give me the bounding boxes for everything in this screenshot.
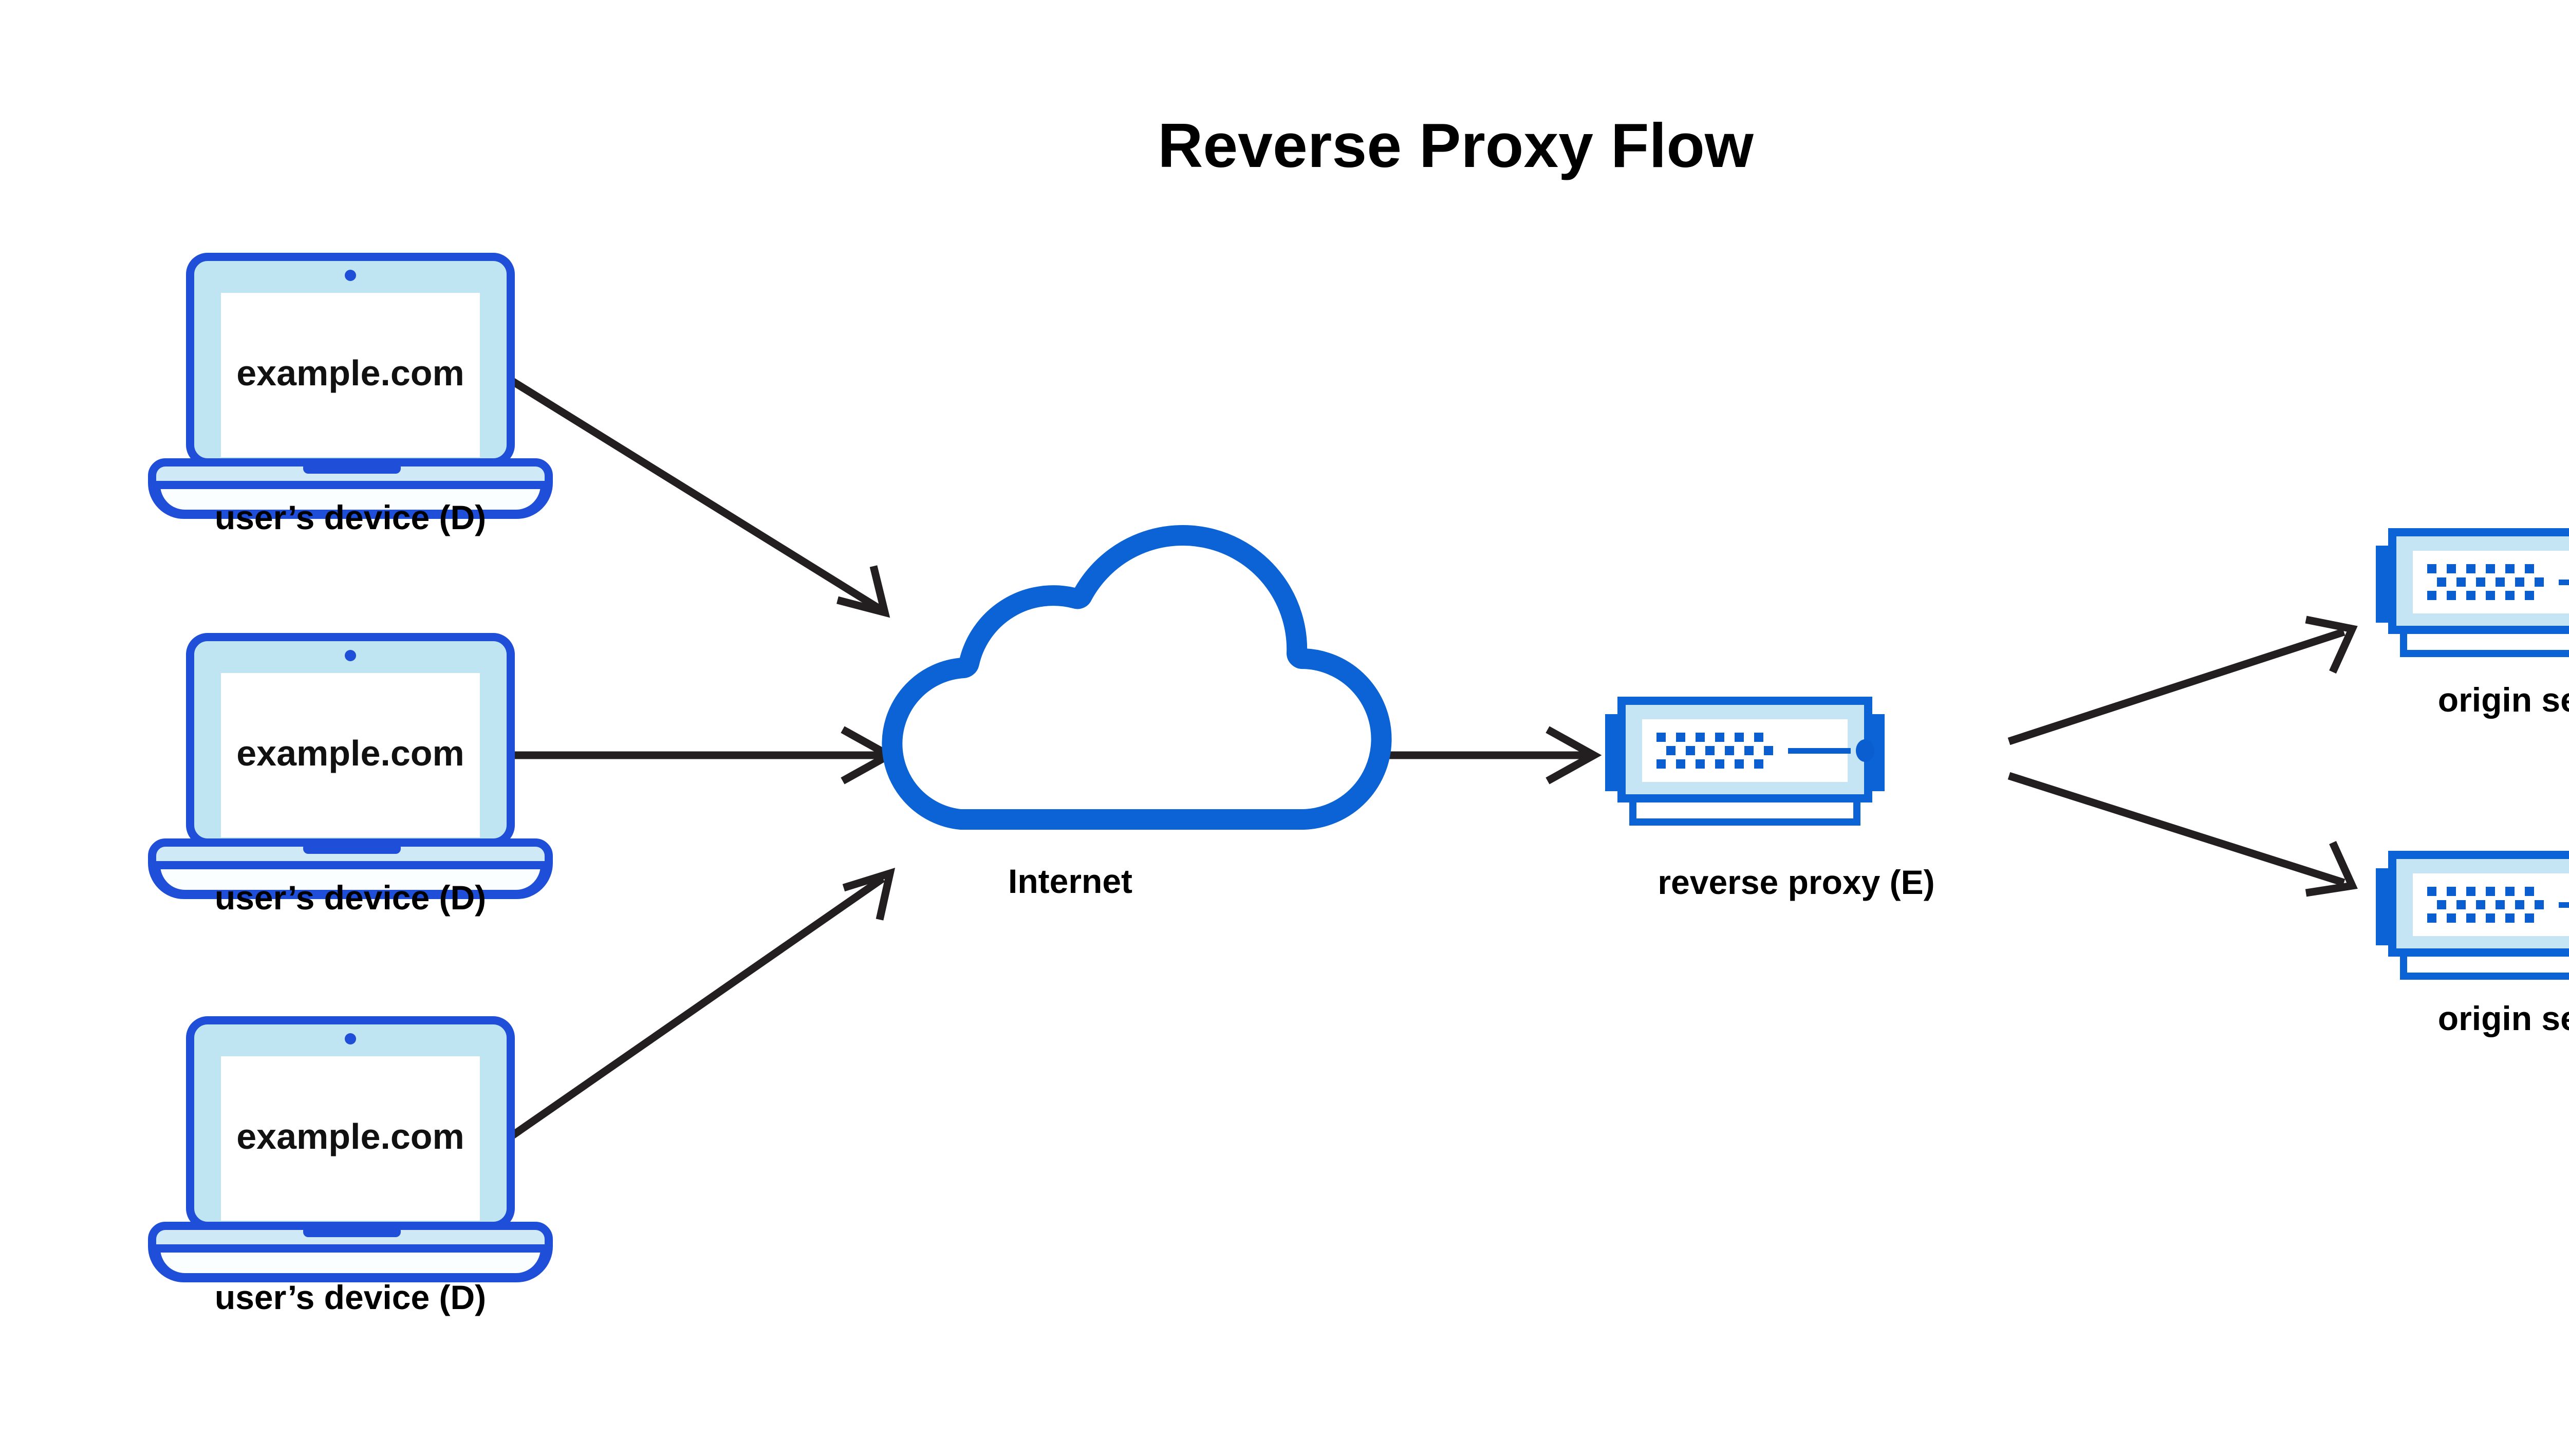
node-user-device-3[interactable]: example.com user’s device (D) bbox=[152, 1020, 549, 1316]
device-screen-url: example.com bbox=[236, 733, 464, 773]
node-origin-server-1[interactable]: origin server (F) bbox=[2376, 532, 2569, 719]
node-user-device-1[interactable]: example.com user’s device (D) bbox=[152, 257, 549, 536]
device-screen-url: example.com bbox=[236, 1116, 464, 1156]
server-icon bbox=[2376, 855, 2569, 976]
node-label-user-device-1: user’s device (D) bbox=[215, 498, 486, 536]
edge-client2-to-internet bbox=[507, 726, 897, 785]
node-label-origin-server-2: origin server (F) bbox=[2438, 999, 2569, 1037]
node-internet[interactable]: Internet bbox=[882, 525, 1392, 900]
edge-client3-to-internet bbox=[504, 867, 896, 1143]
edge-client1-to-internet bbox=[505, 374, 890, 618]
node-reverse-proxy[interactable]: reverse proxy (E) bbox=[1605, 701, 1935, 901]
page-title: Reverse Proxy Flow bbox=[1158, 110, 1754, 180]
server-icon bbox=[2376, 532, 2569, 654]
cloud-icon bbox=[882, 525, 1392, 830]
node-user-device-2[interactable]: example.com user’s device (D) bbox=[152, 637, 549, 917]
device-screen-url: example.com bbox=[236, 353, 464, 393]
node-label-user-device-3: user’s device (D) bbox=[215, 1278, 486, 1316]
node-label-origin-server-1: origin server (F) bbox=[2438, 681, 2569, 719]
node-label-internet: Internet bbox=[1008, 862, 1132, 900]
edge-proxy-to-origin1 bbox=[2007, 615, 2358, 745]
node-label-reverse-proxy: reverse proxy (E) bbox=[1658, 863, 1934, 901]
edge-proxy-to-origin2 bbox=[2007, 772, 2358, 897]
edge-layer bbox=[504, 374, 2358, 1143]
node-label-user-device-2: user’s device (D) bbox=[215, 879, 486, 917]
node-origin-server-2[interactable]: origin server (F) bbox=[2376, 855, 2569, 1037]
server-icon bbox=[1605, 701, 1885, 822]
